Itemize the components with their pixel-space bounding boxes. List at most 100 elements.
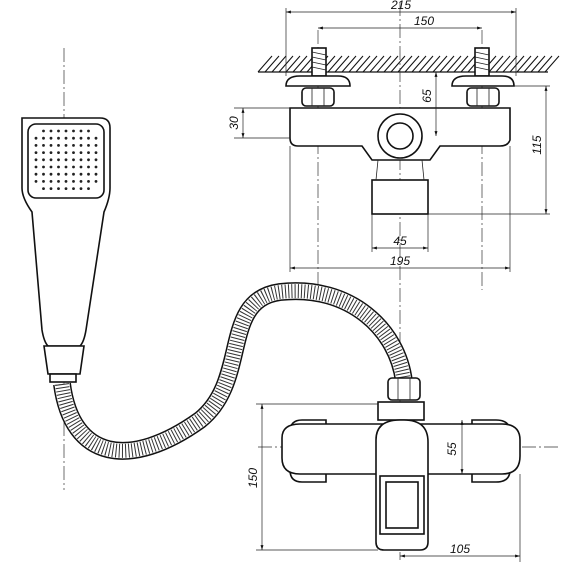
nozzle-dot	[64, 144, 68, 147]
hatch-stroke	[341, 55, 357, 73]
nozzle-dot	[87, 151, 90, 155]
nozzle-dot	[79, 180, 83, 183]
nozzle-dot	[72, 144, 75, 147]
hatch-stroke	[362, 55, 378, 73]
nozzle-dot	[42, 151, 45, 155]
hatch-stroke	[404, 55, 420, 73]
hatch-stroke	[495, 55, 511, 73]
hatch-stroke	[460, 55, 476, 73]
nozzle-dot	[42, 187, 45, 191]
hatch-stroke	[432, 55, 448, 73]
dim-text-45: 45	[393, 234, 407, 248]
nozzle-dot	[64, 172, 68, 176]
nozzle-dot	[49, 172, 53, 176]
front-view: 150 55 105	[246, 377, 560, 562]
hatch-stroke	[502, 55, 518, 73]
nozzle-dot	[57, 136, 60, 140]
nozzle-dot	[64, 158, 68, 162]
nozzle-dot	[34, 151, 38, 155]
hatch-stroke	[425, 55, 441, 73]
nozzle-dot	[57, 151, 60, 155]
nozzle-dot	[94, 172, 98, 176]
dim-text-150-top: 150	[414, 14, 434, 28]
nozzle-dot	[34, 180, 38, 183]
nozzle-dot	[87, 144, 90, 147]
nozzle-dot	[42, 180, 45, 183]
hatch-stroke	[285, 55, 301, 73]
dim-text-150-front: 150	[246, 468, 260, 488]
hatch-stroke	[523, 55, 539, 73]
nozzle-dot	[64, 165, 68, 169]
hatch-stroke	[446, 55, 462, 73]
hand-shower	[21, 48, 413, 490]
nozzle-dot	[72, 187, 75, 191]
nozzle-dot	[34, 172, 38, 176]
hatch-stroke	[516, 55, 532, 73]
nozzle-dot	[87, 180, 90, 183]
nozzle-dot	[72, 129, 75, 133]
nozzle-dot	[42, 158, 45, 162]
nozzle-dot	[87, 129, 90, 133]
hatch-stroke	[376, 55, 392, 73]
hatch-stroke	[348, 55, 364, 73]
dim-text-65: 65	[420, 89, 434, 103]
nozzle-dot	[94, 144, 98, 147]
nozzle-dot	[94, 165, 98, 169]
nozzle-dot	[49, 180, 53, 183]
hatch-stroke	[271, 55, 287, 73]
nozzle-dot	[79, 144, 83, 147]
hose-ribs	[55, 284, 411, 458]
hatch-stroke	[509, 55, 525, 73]
nozzle-dot	[72, 172, 75, 176]
hatch-stroke	[355, 55, 371, 73]
outlet-collar	[377, 401, 425, 421]
nozzle-dot	[49, 144, 53, 147]
nozzle-dot	[87, 165, 90, 169]
nozzle-dot	[49, 136, 53, 140]
shower-handle-end	[43, 345, 85, 375]
nozzle-dot	[79, 136, 83, 140]
nut-right	[466, 87, 500, 107]
nozzle-dot	[42, 165, 45, 169]
nozzle-dot	[49, 129, 53, 133]
nozzle-dot	[79, 172, 83, 176]
nozzle-dot	[87, 187, 90, 191]
hatch-stroke	[369, 55, 385, 73]
nozzle-dot	[57, 187, 60, 191]
nozzle-dot	[57, 144, 60, 147]
nozzle-dot	[42, 129, 45, 133]
nozzle-dot	[79, 158, 83, 162]
hatch-stroke	[544, 55, 560, 73]
hatch-stroke	[488, 55, 504, 73]
nozzle-dot	[42, 136, 45, 140]
nozzle-dot	[94, 158, 98, 162]
nozzle-dot	[34, 136, 38, 140]
hatch-stroke	[327, 55, 343, 73]
diverter-boss-inner	[386, 122, 414, 150]
hatch-stroke	[537, 55, 553, 73]
top-view: 215 150 65 30 115 45 195	[227, 0, 560, 560]
inlet-pipe-right	[474, 47, 490, 77]
nozzle-dot	[72, 136, 75, 140]
nozzle-dot	[79, 187, 83, 191]
dim-text-195: 195	[390, 254, 410, 268]
hatch-stroke	[530, 55, 546, 73]
wall-hatch	[257, 55, 560, 73]
hatch-stroke	[383, 55, 399, 73]
nozzle-dot	[64, 129, 68, 133]
nozzle-dot	[34, 144, 38, 147]
nut-left	[301, 87, 335, 107]
nozzle-dot	[79, 165, 83, 169]
nozzle-dot	[94, 180, 98, 183]
nozzle-dot	[42, 144, 45, 147]
nozzle-dot	[64, 187, 68, 191]
nozzle-dot	[64, 136, 68, 140]
nozzle-dot	[57, 158, 60, 162]
nozzle-dot	[64, 151, 68, 155]
shower-nozzle-grid	[34, 129, 98, 191]
dim-text-55: 55	[445, 442, 459, 456]
dim-text-105: 105	[450, 542, 470, 556]
nozzle-dot	[57, 165, 60, 169]
nozzle-dot	[64, 180, 68, 183]
